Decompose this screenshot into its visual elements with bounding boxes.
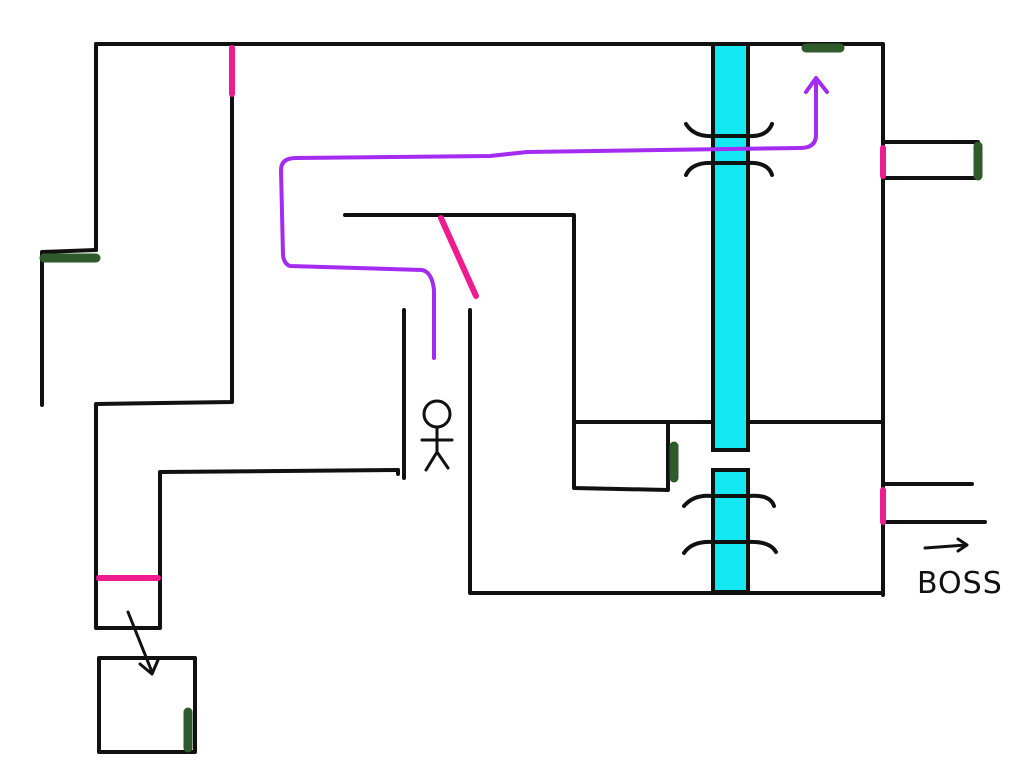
inner-corridor-wall [94, 42, 400, 630]
bridge-upper-top [684, 122, 774, 139]
exit-arrow-icon [923, 537, 969, 553]
river-lower [711, 468, 750, 594]
bottom-left-room [97, 656, 197, 754]
top-right-passage [881, 140, 980, 180]
left-alcove-wall [40, 248, 98, 407]
boss-label: BOSS [917, 566, 1003, 601]
bridge-lower-top [682, 493, 776, 508]
bridge-lower-bottom [682, 539, 778, 555]
river [711, 42, 750, 594]
descend-arrow-icon [126, 610, 160, 676]
outer-wall-top [94, 42, 885, 597]
route [279, 76, 829, 360]
walls [40, 42, 987, 754]
bridges [682, 122, 778, 555]
route-line [279, 78, 818, 360]
boss-passage [881, 482, 987, 524]
inner-room-top [343, 213, 885, 492]
river-upper [711, 42, 750, 452]
route-arrow-icon [804, 76, 829, 94]
locked-door-diagonal [438, 215, 479, 299]
player-stick-figure-icon [420, 399, 454, 472]
bridge-upper-bottom [684, 160, 774, 177]
doors [39, 43, 983, 753]
